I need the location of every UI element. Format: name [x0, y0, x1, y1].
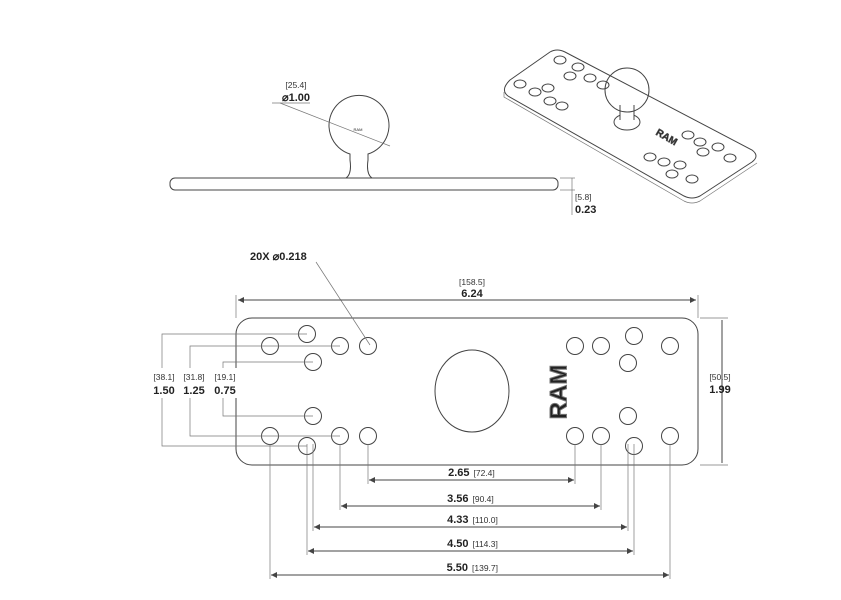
iso-hole: [571, 62, 585, 72]
isometric-view: RAM: [503, 49, 758, 204]
mounting-hole: [625, 327, 643, 345]
mounting-hole: [661, 337, 679, 355]
bottom-dim-3-in: 4.50: [447, 538, 468, 550]
left-dim-1-in: 1.25: [183, 385, 204, 397]
top-view: RAM 2.65 [72.4] 3.56 [90.4] 4.33 [110.0] 4.50 […: [146, 251, 731, 579]
width-dim-mm: [158.5]: [459, 277, 485, 287]
ball-mark: RAM: [354, 127, 363, 132]
center-hole: [434, 349, 510, 433]
thickness-dim-mm: [5.8]: [575, 192, 592, 202]
plate-outline: [235, 317, 699, 466]
iso-hole: [681, 130, 695, 140]
mounting-hole: [619, 407, 637, 425]
ball-dim-mm: [25.4]: [285, 80, 306, 90]
side-plate: [169, 177, 559, 191]
mounting-hole: [566, 337, 584, 355]
mounting-hole: [359, 427, 377, 445]
iso-hole: [657, 157, 671, 167]
iso-hole: [673, 160, 687, 170]
thickness-dim-in: 0.23: [575, 204, 596, 216]
width-dim-in: 6.24: [461, 288, 483, 300]
iso-brand: RAM: [654, 127, 679, 148]
mounting-hole: [359, 337, 377, 355]
bottom-dim-4-mm: [139.7]: [472, 563, 498, 573]
mounting-hole: [661, 427, 679, 445]
iso-hole: [541, 83, 555, 93]
iso-hole: [583, 73, 597, 83]
iso-hole: [543, 96, 557, 106]
mounting-hole: [592, 337, 610, 355]
hole-callout: 20X ⌀0.218: [250, 251, 307, 263]
bottom-dim-0-mm: [72.4]: [474, 468, 495, 478]
left-dim-1-mm: [31.8]: [183, 372, 204, 382]
bottom-dim-2-in: 4.33: [447, 514, 468, 526]
iso-ball: [604, 67, 650, 113]
bottom-dim-1-mm: [90.4]: [473, 494, 494, 504]
bottom-dim-1-in: 3.56: [447, 493, 468, 505]
iso-hole: [563, 71, 577, 81]
iso-hole: [643, 152, 657, 162]
left-dim-0-in: 1.50: [153, 385, 174, 397]
iso-hole: [553, 55, 567, 65]
plate-brand: RAM: [545, 365, 572, 420]
left-dim-2-in: 0.75: [214, 385, 235, 397]
side-view: RAM [25.4] ⌀1.00 [5.8] 0.23: [169, 80, 596, 216]
bottom-dim-0-in: 2.65: [448, 467, 469, 479]
iso-hole: [665, 169, 679, 179]
iso-hole: [723, 153, 737, 163]
bottom-dim-2-mm: [110.0]: [473, 515, 498, 525]
bottom-dim-3-mm: [114.3]: [473, 539, 498, 549]
mounting-hole: [592, 427, 610, 445]
mounting-hole: [566, 427, 584, 445]
iso-hole: [685, 174, 699, 184]
iso-hole: [693, 137, 707, 147]
mounting-hole: [619, 354, 637, 372]
iso-hole: [711, 142, 725, 152]
bottom-dim-4-in: 5.50: [447, 562, 468, 574]
height-dim-in: 1.99: [709, 384, 730, 396]
left-dim-0-mm: [38.1]: [153, 372, 174, 382]
side-ball: [328, 94, 390, 179]
ball-dim-in: ⌀1.00: [282, 92, 310, 104]
iso-hole: [528, 87, 542, 97]
iso-hole: [555, 101, 569, 111]
iso-hole: [596, 80, 610, 90]
iso-hole: [513, 79, 527, 89]
left-dim-2-mm: [19.1]: [214, 372, 235, 382]
iso-hole: [696, 147, 710, 157]
height-dim-mm: [50.5]: [709, 372, 730, 382]
